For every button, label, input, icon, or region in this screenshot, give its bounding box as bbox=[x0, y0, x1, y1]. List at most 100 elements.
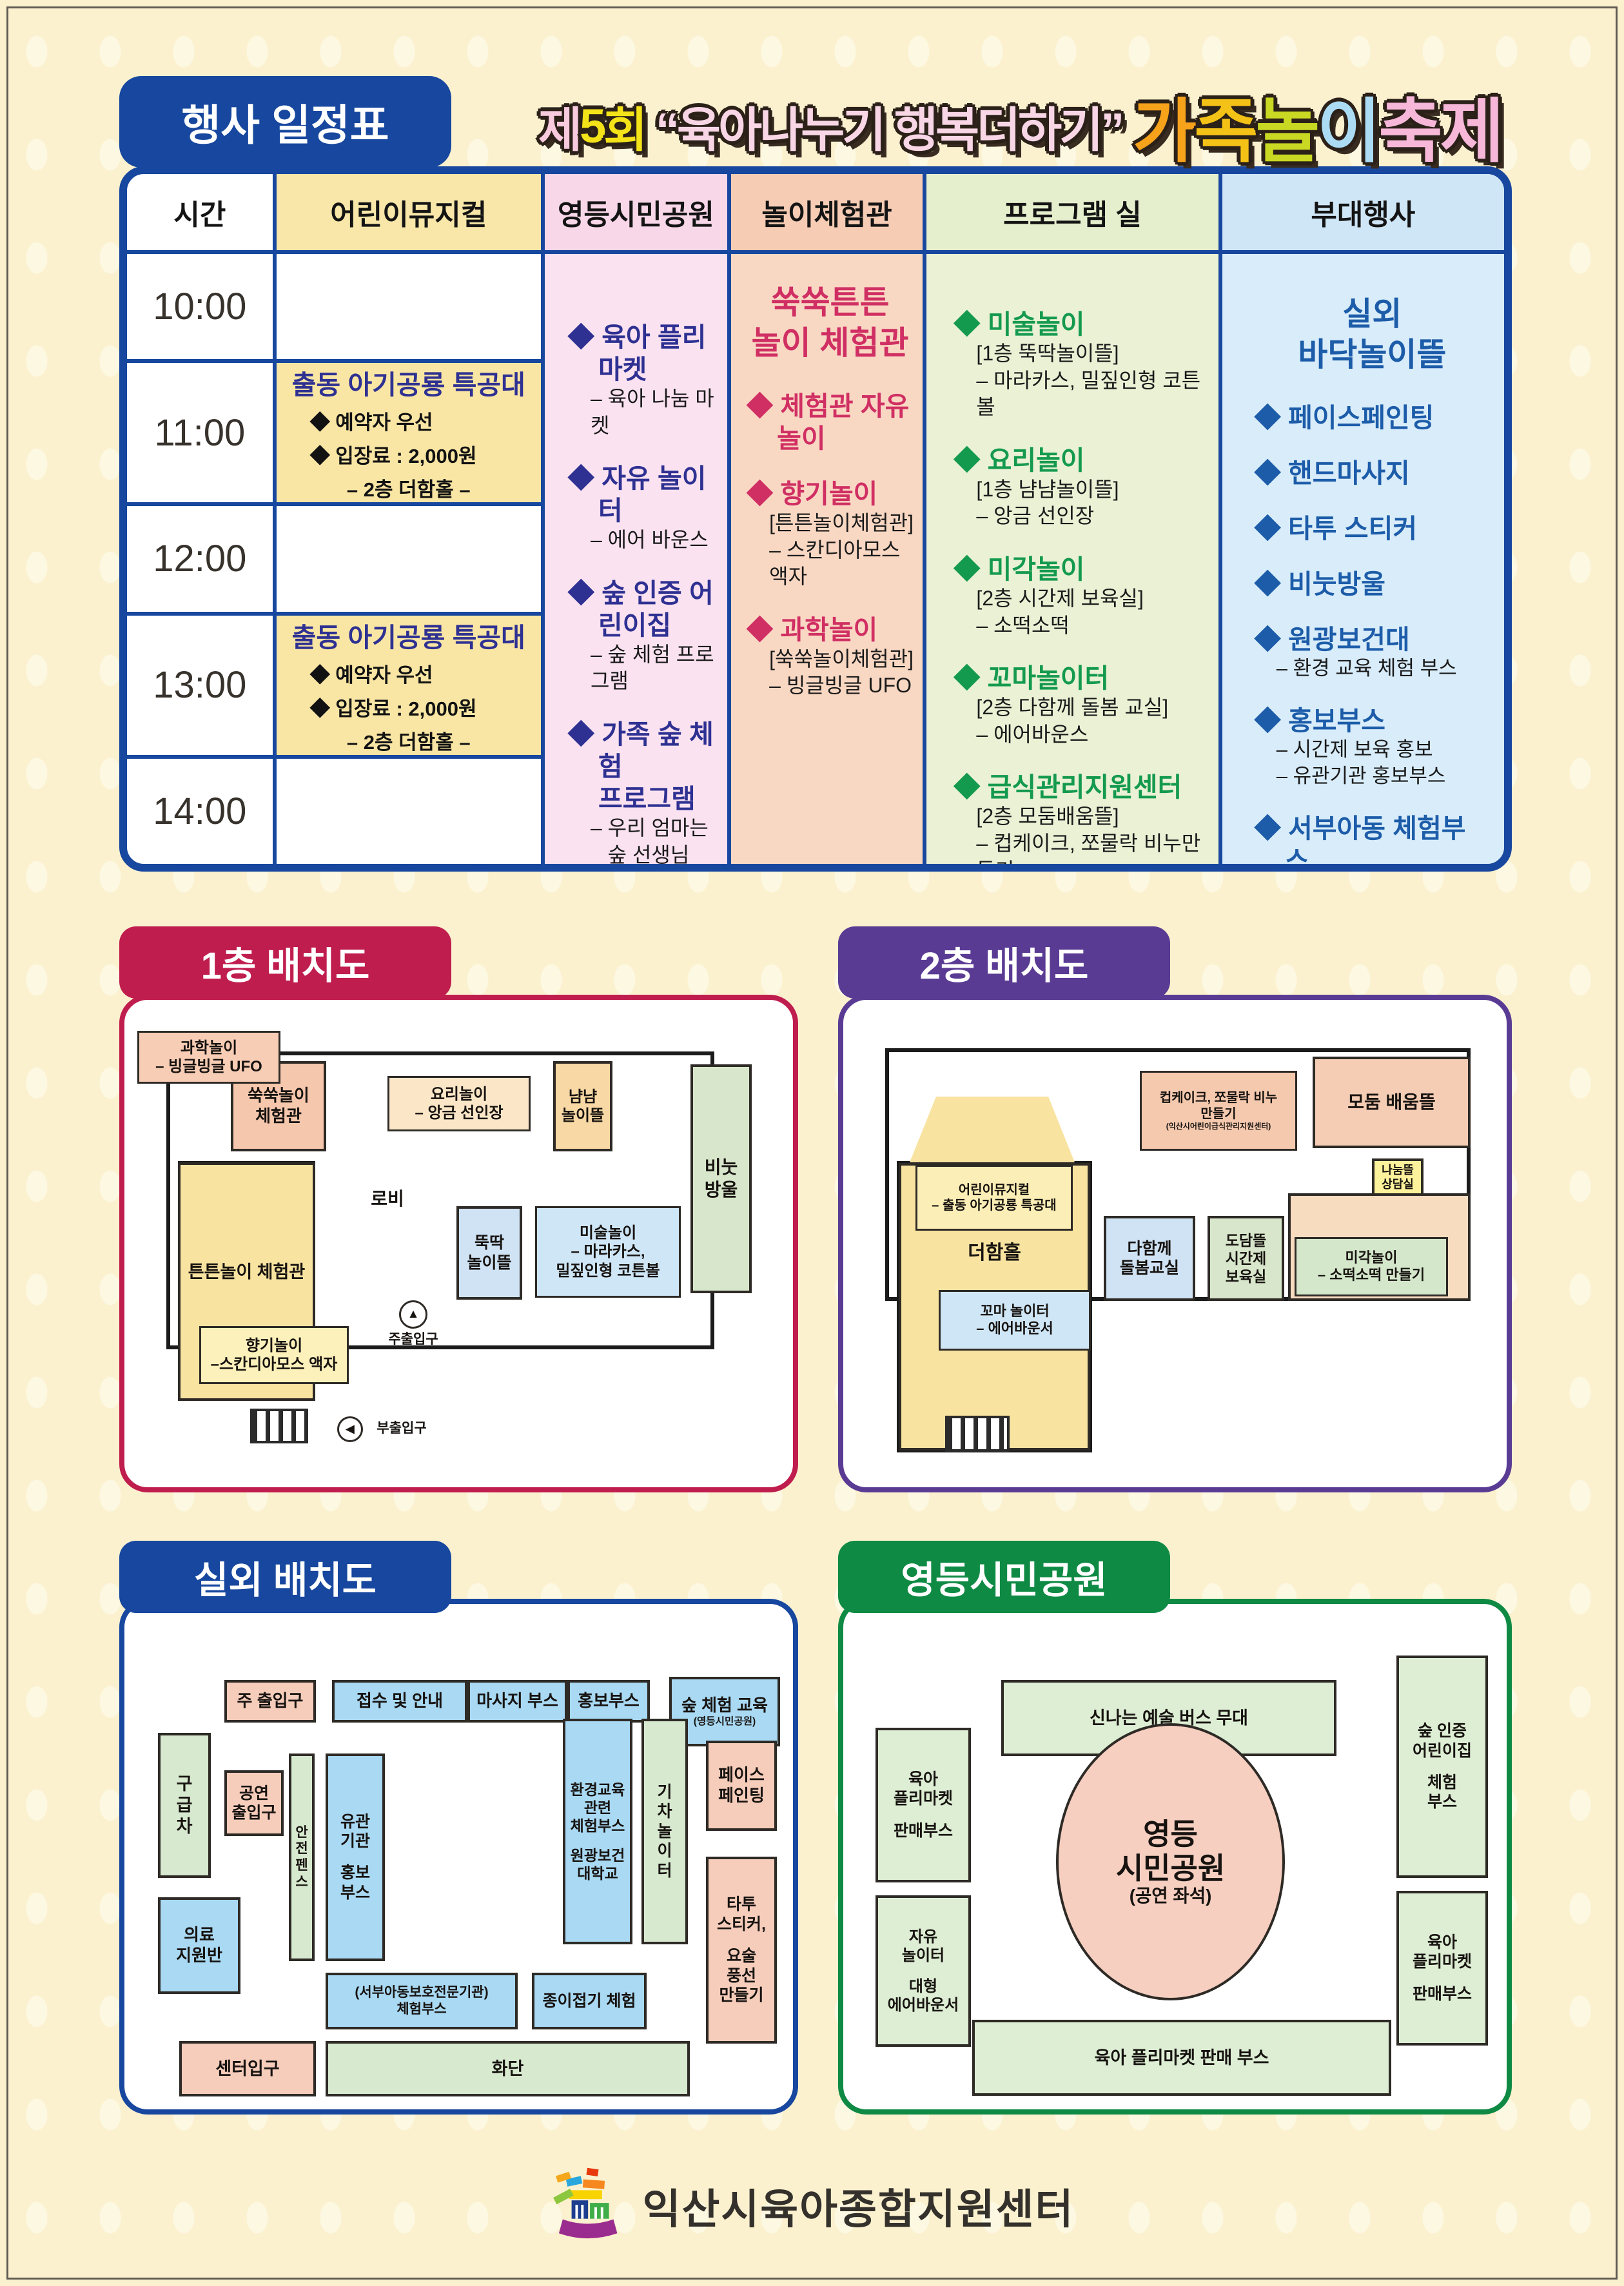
outdoor-badge: 실외 배치도 bbox=[119, 1541, 451, 1613]
side-entrance-icon: ◀ bbox=[337, 1416, 363, 1442]
col-header-playhall: 놀이체험관 bbox=[727, 174, 923, 250]
program-item: 핸드마사지 bbox=[1255, 457, 1490, 489]
callout-kids-playground: 꼬마 놀이터– 에어바운서 bbox=[939, 1290, 1091, 1351]
callout-science-play: 과학놀이– 빙글빙글 UFO bbox=[137, 1031, 280, 1084]
title-part: 회 bbox=[603, 103, 647, 157]
title-part: 족 bbox=[1194, 92, 1258, 170]
callout-scent-play: 향기놀이–스칸디아모스 액자 bbox=[199, 1326, 349, 1384]
floor2-badge-label: 2층 배치도 bbox=[919, 945, 1089, 987]
musical-empty-cell bbox=[272, 250, 541, 360]
programroom-column: 미술놀이[1층 뚝딱놀이뜰]– 마라카스, 밀짚인형 코튼볼요리놀이[1층 냠냠… bbox=[923, 250, 1218, 864]
program-item: 미각놀이[2층 시간제 보육실]– 소떡소떡 bbox=[954, 553, 1206, 639]
callout-taste-play: 미각놀이– 소떡소떡 만들기 bbox=[1295, 1237, 1448, 1296]
col-header-program: 프로그램 실 bbox=[923, 174, 1218, 250]
title-part: 축 bbox=[1378, 92, 1442, 170]
program-item: 과학놀이[쑥쑥놀이체험관]– 빙글빙글 UFO bbox=[747, 614, 914, 699]
time-cell: 12:00 bbox=[127, 502, 273, 611]
event-title-text: 출동 아기공룡 특공대 bbox=[291, 370, 525, 400]
musical-empty-cell bbox=[272, 502, 541, 612]
center-name: 익산시육아종합지원센터 bbox=[642, 2186, 1075, 2232]
program-item: 페이스페인팅 bbox=[1255, 402, 1490, 434]
event-bullet: ◆ 입장료 : 2,000원 bbox=[309, 445, 477, 468]
program-item: 체험관 자유놀이 bbox=[747, 390, 914, 454]
room-stage bbox=[910, 1097, 1075, 1162]
event-bullet: ◆ 예약자 우선 bbox=[309, 663, 433, 687]
program-item: 서부아동 체험부스– 안전교육, 임신체험 bbox=[1255, 812, 1490, 864]
floor1-badge-label: 1층 배치도 bbox=[201, 945, 370, 987]
center-logo: 익산시육아종합지원센터 bbox=[550, 2165, 1075, 2247]
side-events-column: 실외 바닥놀이뜰 페이스페인팅핸드마사지타투 스티커비눗방울원광보건대– 환경 … bbox=[1218, 250, 1504, 864]
callout-cooking-play: 요리놀이– 앙금 선인장 bbox=[387, 1076, 531, 1131]
event-note: – 2층 더함홀 – bbox=[346, 730, 471, 754]
schedule-table: 시간 어린이뮤지컬 영등시민공원 놀이체험관 프로그램 실 부대행사 10:00… bbox=[119, 166, 1512, 872]
col-header-side: 부대행사 bbox=[1218, 174, 1504, 250]
musical-event-11: 출동 아기공룡 특공대 ◆ 예약자 우선 ◆ 입장료 : 2,000원 – 2층… bbox=[272, 359, 541, 503]
booth-promo: 홍보부스 bbox=[567, 1680, 650, 1723]
playhall-column-title: 쑥쑥튼튼 놀이 체험관 bbox=[751, 284, 909, 361]
side-column-title: 실외 바닥놀이뜰 bbox=[1298, 296, 1447, 373]
label-lobby: 로비 bbox=[371, 1188, 404, 1209]
schedule-badge: 행사 일정표 bbox=[119, 76, 451, 168]
time-cell: 14:00 bbox=[127, 754, 273, 864]
side-entrance-label: 부출입구 bbox=[377, 1421, 427, 1436]
event-title-text: 출동 아기공룡 특공대 bbox=[291, 622, 525, 652]
musical-event-13: 출동 아기공룡 특공대 ◆ 예약자 우선 ◆ 입장료 : 2,000원 – 2층… bbox=[272, 611, 541, 755]
time-cell: 10:00 bbox=[127, 250, 273, 359]
event-bullet: ◆ 입장료 : 2,000원 bbox=[309, 697, 477, 720]
park-program-column: 육아 플리마켓– 육아 나눔 마켓자유 놀이터– 에어 바운스숲 인증 어린이집… bbox=[540, 250, 727, 864]
program-item: 급식관리지원센터[2층 모둠배움뜰]– 컵케이크, 쪼물락 비누만들기 bbox=[954, 771, 1206, 864]
title-part: 제 bbox=[538, 103, 582, 157]
booth-main-gate: 주 출입구 bbox=[224, 1680, 316, 1723]
time-cell: 11:00 bbox=[127, 359, 273, 502]
musical-empty-cell bbox=[272, 754, 541, 864]
title-part: 가 bbox=[1132, 92, 1197, 170]
col-header-park: 영등시민공원 bbox=[540, 174, 727, 250]
event-bullet: ◆ 예약자 우선 bbox=[309, 411, 433, 435]
room-modum-learning: 모둠 배움뜰 bbox=[1313, 1057, 1471, 1148]
playhall-program-column: 쑥쑥튼튼 놀이 체험관 체험관 자유놀이향기놀이[튼튼놀이체험관]– 스칸디아모… bbox=[727, 250, 923, 864]
stairs-2f bbox=[945, 1416, 1010, 1452]
program-item: 가족 숲 체험 프로그램– 우리 엄마는 숲 선생님 bbox=[568, 718, 716, 864]
program-item: 요리놀이[1층 냠냠놀이뜰]– 앙금 선인장 bbox=[954, 444, 1206, 530]
floor2-badge: 2층 배치도 bbox=[838, 926, 1170, 999]
program-item: 자유 놀이터– 에어 바운스 bbox=[568, 462, 716, 554]
program-item: 미술놀이[1층 뚝딱놀이뜰]– 마라카스, 밀짚인형 코튼볼 bbox=[954, 308, 1206, 421]
booth-child-protection: (서부아동보호전문기관)체험부스 bbox=[326, 1973, 518, 2029]
schedule-badge-label: 행사 일정표 bbox=[181, 101, 389, 149]
program-item: 비눗방울 bbox=[1255, 568, 1490, 600]
outdoor-badge-label: 실외 배치도 bbox=[194, 1559, 377, 1601]
booth-origami: 종이접기 체험 bbox=[532, 1973, 647, 2029]
title-part: 놀 bbox=[1255, 92, 1320, 170]
program-item: 타투 스티커 bbox=[1255, 513, 1490, 545]
title-part: 제 bbox=[1440, 92, 1504, 170]
time-cell: 13:00 bbox=[127, 611, 273, 755]
booth-center-entrance: 센터입구 bbox=[179, 2041, 316, 2096]
booth-massage: 마사지 부스 bbox=[467, 1680, 567, 1723]
callout-art-play: 미술놀이– 마라카스,밀짚인형 코튼볼 bbox=[535, 1206, 681, 1298]
main-entrance-label: 주출입구 bbox=[388, 1332, 438, 1347]
program-item: 꼬마놀이터[2층 다함께 돌봄 교실]– 에어바운스 bbox=[954, 662, 1206, 748]
col-header-musical: 어린이뮤지컬 bbox=[272, 174, 541, 250]
stairs-1f bbox=[250, 1409, 308, 1443]
